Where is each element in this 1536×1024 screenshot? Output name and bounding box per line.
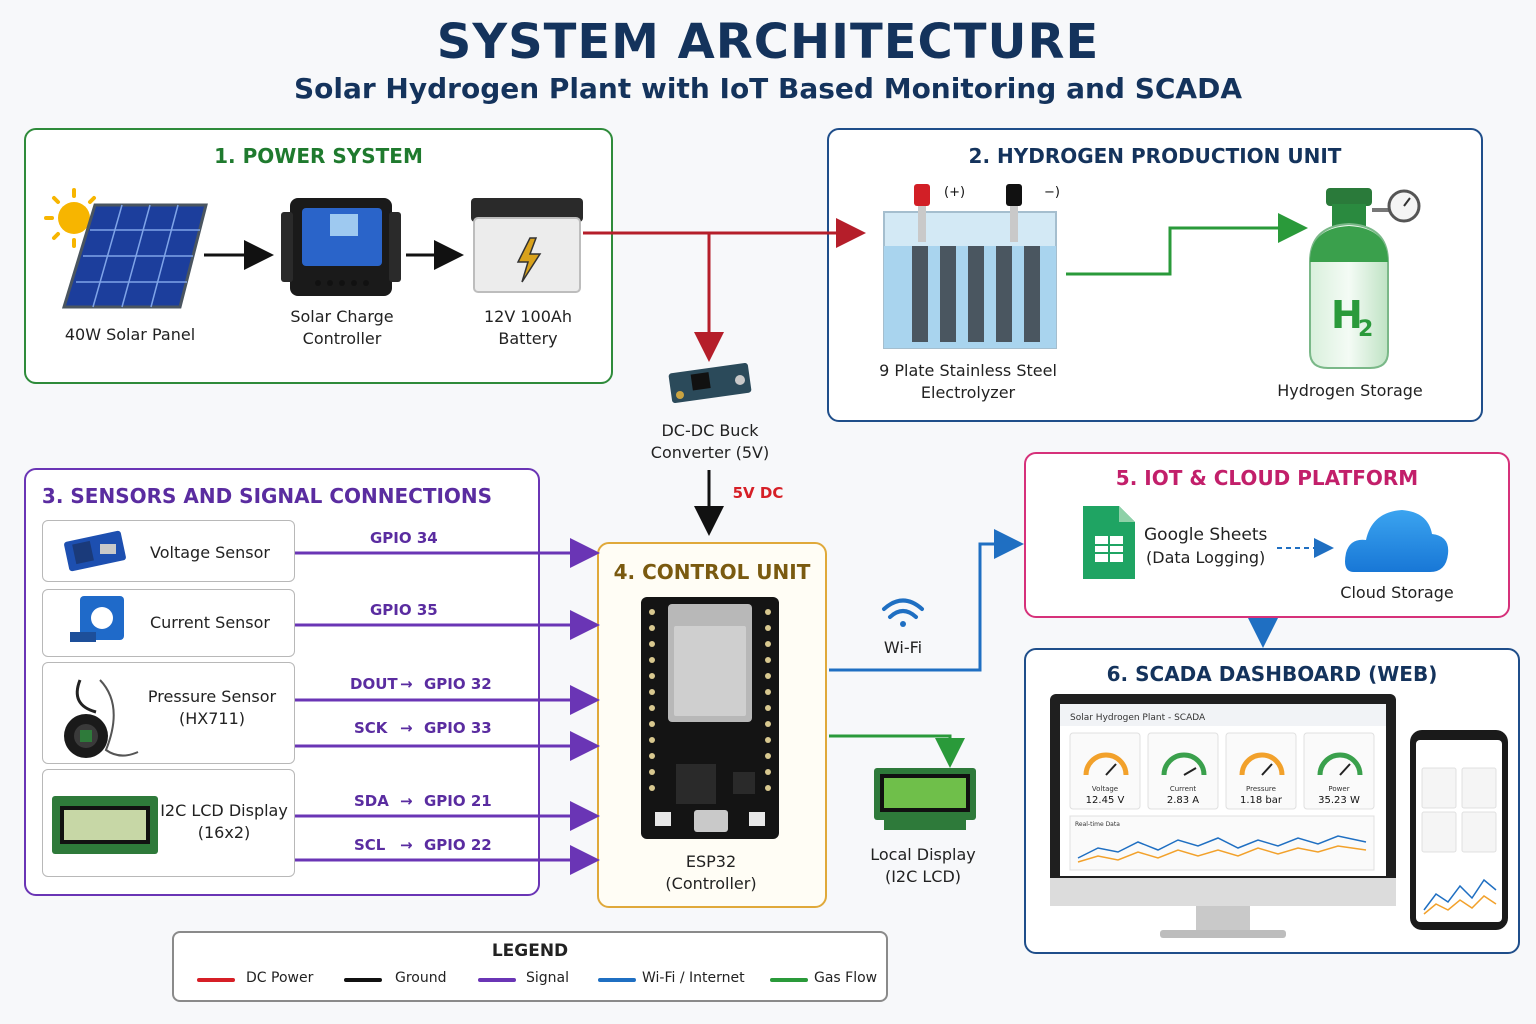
realtime-line-2	[1077, 845, 1367, 863]
solar-panel-icon	[61, 203, 208, 309]
cloud-icon	[1345, 510, 1449, 572]
gas-flow-line	[1066, 213, 1308, 276]
sheets-label-2: (Data Logging)	[1146, 548, 1266, 567]
electrolyzer-minus-label: −)	[1044, 185, 1060, 200]
local-display-label-1: Local Display	[870, 845, 976, 864]
phone-icon	[1410, 730, 1508, 930]
battery-label-2: Battery	[498, 329, 558, 348]
gauge-pressure-value: 1.18 bar	[1240, 795, 1283, 806]
sun-icon	[44, 188, 104, 248]
electrolyzer-label-2: Electrolyzer	[920, 383, 1016, 402]
esp32-label-1: ESP32	[685, 852, 737, 871]
gauge-cards	[1069, 732, 1375, 810]
control-unit-title: 4. CONTROL UNIT	[613, 560, 811, 584]
realtime-line-1	[1077, 835, 1367, 859]
signal-gpio33: GPIO 33	[424, 719, 492, 737]
local-display-line	[829, 734, 965, 768]
legend-ground-line	[344, 978, 382, 982]
current-sensor-icon	[70, 596, 124, 642]
realtime-label: Real-time Data	[1075, 821, 1120, 828]
buck-converter-icon	[668, 362, 752, 404]
h2-letter: H	[1331, 293, 1363, 337]
signal-dout: DOUT	[350, 675, 398, 693]
signal-arrow-scl: →	[400, 836, 413, 854]
gauge-power-value: 35.23 W	[1318, 795, 1360, 806]
power-system-title: 1. POWER SYSTEM	[214, 144, 423, 168]
gauge-current-value: 2.83 A	[1167, 795, 1199, 806]
gauge-pressure-name: Pressure	[1246, 785, 1276, 793]
legend-signal: Signal	[526, 970, 570, 986]
signal-lines	[295, 538, 600, 875]
signal-arrow-dout: →	[400, 675, 413, 693]
iot-cloud-title: 5. IOT & CLOUD PLATFORM	[1115, 466, 1419, 490]
wifi-icon	[882, 598, 924, 627]
page-title: SYSTEM ARCHITECTURE	[436, 14, 1100, 70]
electrolyzer-plus-label: (+)	[944, 185, 965, 200]
sensors-title: 3. SENSORS AND SIGNAL CONNECTIONS	[41, 484, 493, 508]
gauge-voltage-value: 12.45 V	[1086, 795, 1125, 806]
buck-label-1: DC-DC Buck	[661, 421, 759, 440]
gauge-current-name: Current	[1170, 785, 1197, 793]
google-sheets-icon	[1083, 506, 1135, 579]
voltage-sensor-icon	[64, 530, 126, 572]
buck-label-2: Converter (5V)	[650, 443, 770, 462]
hydrogen-unit-title: 2. HYDROGEN PRODUCTION UNIT	[968, 144, 1342, 168]
legend-dc-power: DC Power	[246, 970, 314, 986]
wifi-label: Wi-Fi	[883, 638, 923, 657]
hydrogen-storage-label: Hydrogen Storage	[1277, 381, 1423, 400]
scada-title: 6. SCADA DASHBOARD (WEB)	[1106, 662, 1438, 686]
realtime-chart-area	[1069, 815, 1375, 871]
charge-controller-label-2: Controller	[302, 329, 382, 348]
signal-gpio32: GPIO 32	[424, 675, 492, 693]
pressure-sensor-label-2: (HX711)	[178, 709, 245, 728]
signal-arrow-sda: →	[400, 792, 413, 810]
local-lcd-icon	[874, 768, 976, 830]
charge-controller-label-1: Solar Charge	[290, 307, 394, 326]
signal-gpio22: GPIO 22	[424, 836, 492, 854]
esp32-label-2: (Controller)	[665, 874, 757, 893]
cloud-storage-label: Cloud Storage	[1340, 583, 1454, 602]
legend-gas-flow: Gas Flow	[814, 970, 878, 986]
legend-dc-power-line	[197, 978, 235, 982]
local-display-label-2: (I2C LCD)	[884, 867, 962, 886]
lcd-sensor-label-1: I2C LCD Display	[160, 801, 288, 820]
signal-gpio21: GPIO 21	[424, 792, 492, 810]
scada-app-title: Solar Hydrogen Plant - SCADA	[1070, 713, 1206, 723]
sheets-label-1: Google Sheets	[1144, 525, 1268, 545]
signal-scl: SCL	[354, 836, 386, 854]
legend-wifi: Wi-Fi / Internet	[642, 970, 745, 986]
gauge-power-name: Power	[1328, 785, 1349, 793]
legend-box: LEGEND	[172, 931, 888, 1002]
signal-arrow-sck: →	[400, 719, 413, 737]
signal-gpio34: GPIO 34	[370, 529, 438, 547]
electrolyzer-label-1: 9 Plate Stainless Steel	[879, 361, 1057, 380]
pressure-sensor-icon	[64, 679, 139, 758]
electrolyzer-icon	[883, 184, 1057, 349]
page-subtitle: Solar Hydrogen Plant with IoT Based Moni…	[293, 72, 1243, 105]
legend-ground: Ground	[395, 970, 447, 986]
wifi-line	[829, 529, 1024, 672]
solar-panel-label: 40W Solar Panel	[64, 325, 196, 344]
legend-wifi-line	[598, 978, 636, 982]
signal-sck: SCK	[354, 719, 388, 737]
battery-label-1: 12V 100Ah	[483, 307, 572, 326]
buck-voltage-label: 5V DC	[732, 484, 784, 502]
legend-gas-flow-line	[770, 978, 808, 982]
charge-controller-icon	[281, 198, 401, 296]
lcd-sensor-label-2: (16x2)	[197, 823, 251, 842]
gauge-voltage-name: Voltage	[1092, 785, 1118, 793]
pressure-sensor-label-1: Pressure Sensor	[147, 687, 277, 706]
current-sensor-label: Current Sensor	[149, 613, 271, 632]
lcd-module-icon	[52, 796, 158, 854]
hydrogen-tank-icon	[1309, 188, 1421, 369]
signal-gpio35: GPIO 35	[370, 601, 438, 619]
legend-title: LEGEND	[491, 941, 569, 961]
signal-sda: SDA	[354, 792, 389, 810]
esp32-board-icon	[641, 597, 779, 839]
h2-subscript: 2	[1358, 317, 1373, 342]
battery-icon	[471, 198, 583, 293]
voltage-sensor-label: Voltage Sensor	[150, 543, 270, 562]
legend-signal-line	[478, 978, 516, 982]
